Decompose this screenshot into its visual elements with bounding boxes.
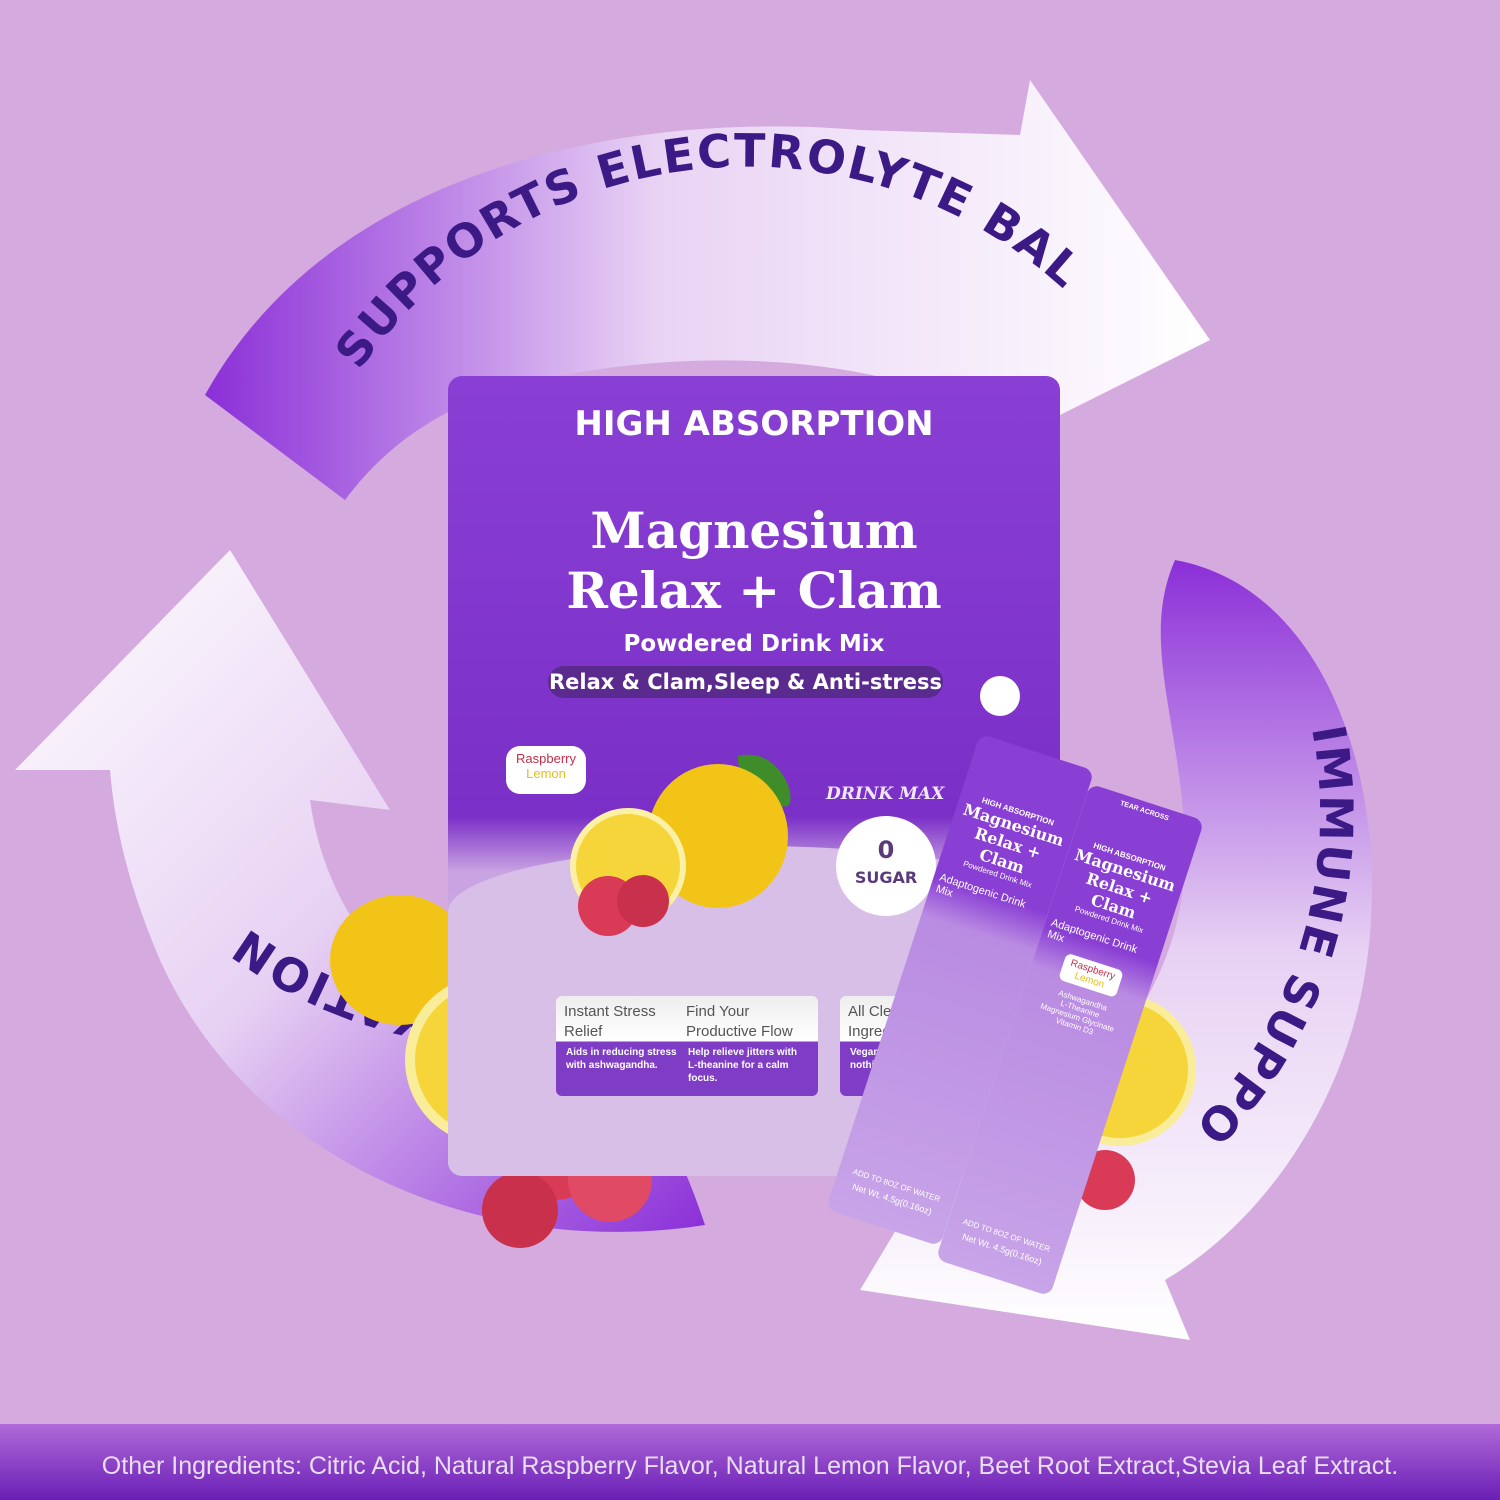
- pouch-title-line2: Relax + Clam: [566, 561, 942, 620]
- feature-title: Instant Stress Relief: [564, 1003, 656, 1040]
- sugar-label: SUGAR: [854, 868, 918, 887]
- feature-card: Instant Stress Relief Aids in reducing s…: [556, 996, 696, 1096]
- pouch-tagline: Relax & Clam,Sleep & Anti-stress: [548, 666, 943, 698]
- mortar-icon: [980, 676, 1020, 716]
- ingredients-footer-band: [0, 1424, 1500, 1500]
- feature-card: Find Your Productive Flow Help relieve j…: [678, 996, 818, 1096]
- other-ingredients-text: Other Ingredients: Citric Acid, Natural …: [101, 1452, 1399, 1480]
- lemon-raspberry-illustration: [570, 754, 791, 936]
- flavor-raspberry: Raspberry: [516, 751, 576, 766]
- brand-name: DRINK MAX: [826, 784, 945, 804]
- pouch-header: HIGH ABSORPTION: [574, 404, 934, 444]
- pouch-title-line1: Magnesium: [590, 501, 918, 560]
- flavor-lemon: Lemon: [526, 766, 566, 781]
- feature-title: Find Your Productive Flow: [686, 1003, 793, 1040]
- feature-desc: Help relieve jitters with L-theanine for…: [688, 1047, 797, 1084]
- flavor-badge: Raspberry Lemon: [506, 746, 586, 794]
- sugar-value: 0: [877, 836, 895, 864]
- feature-desc: Aids in reducing stress with ashwagandha…: [566, 1047, 677, 1071]
- zero-sugar-badge: 0 SUGAR: [836, 816, 936, 916]
- pouch-subtitle: Powdered Drink Mix: [623, 631, 885, 657]
